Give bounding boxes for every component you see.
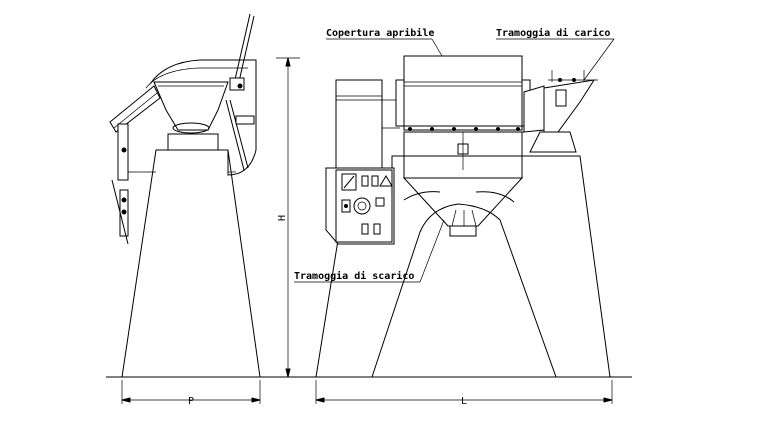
label-copertura-apribile: Copertura apribile [326,27,434,39]
warning-triangle-icon [379,175,393,187]
front-view-loading-hopper [543,79,596,133]
callout-tramoggia-carico: Tramoggia di carico [496,27,615,81]
panel-main-switch-icon [353,197,371,215]
dimension-h-label: H [277,215,288,221]
front-view-control-column [335,79,383,171]
dimension-h: H [276,57,300,378]
callout-copertura: Copertura apribile [326,27,443,57]
dimension-p-label: P [188,396,194,407]
side-view-lid-lever [233,13,251,85]
front-view-drum [403,55,523,131]
side-view-drum-housing [149,59,257,176]
front-view-base [315,155,611,378]
side-view-chute [109,85,161,133]
label-tramoggia-di-scarico: Tramoggia di scarico [294,270,414,282]
dimension-l-label: L [461,396,467,407]
dimension-l: L [315,380,613,407]
dimension-p: P [121,380,261,407]
side-view [109,13,261,378]
label-tramoggia-di-carico: Tramoggia di carico [496,27,610,39]
callout-tramoggia-scarico: Tramoggia di scarico [294,219,445,283]
front-view-discharge-hopper [402,177,524,227]
front-view [315,55,611,378]
side-view-base [121,149,261,378]
front-view-drum-side [523,85,545,133]
